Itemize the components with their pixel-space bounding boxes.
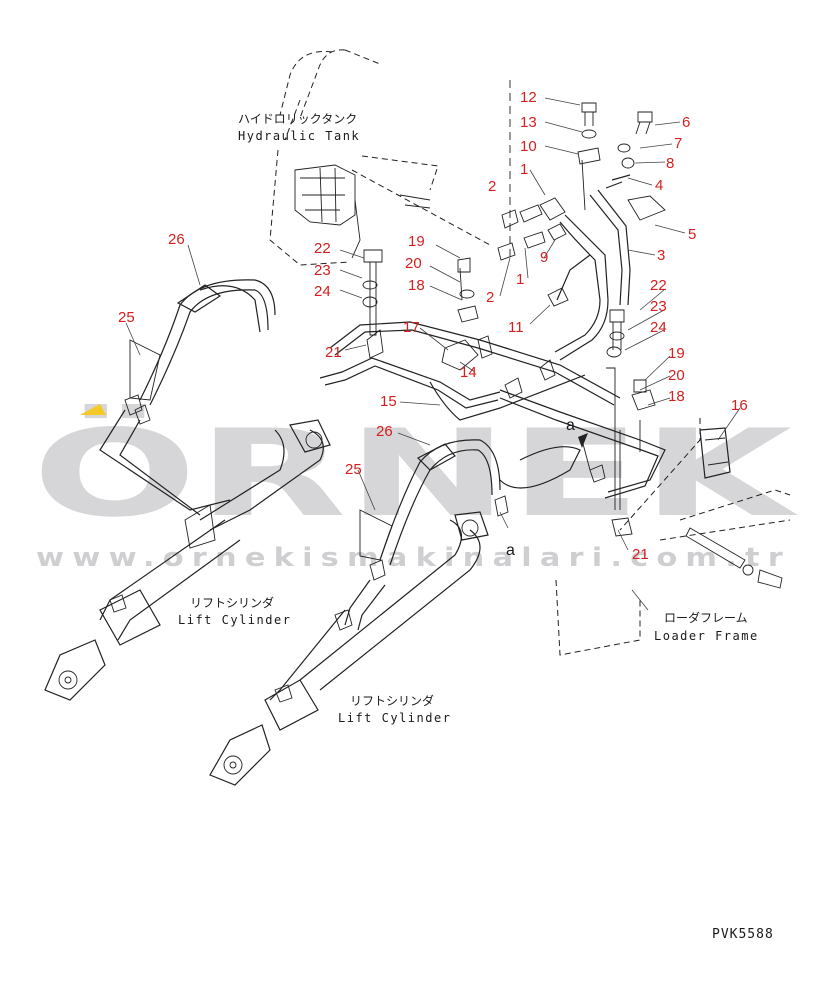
loader-frame-en-label: Loader Frame — [654, 629, 759, 643]
part-number: 16 — [731, 397, 748, 414]
leader-lines — [125, 97, 741, 611]
watermark-brand: ÖRNEK — [32, 404, 798, 544]
view-marker-a-top: a — [566, 417, 575, 434]
part-number: 23 — [650, 298, 667, 315]
lift-cylinder-2 — [209, 439, 581, 786]
part-number: 17 — [403, 319, 420, 336]
part-number: 14 — [460, 364, 477, 381]
part-number: 9 — [540, 249, 548, 266]
part-number: 22 — [650, 277, 667, 294]
part-number: 6 — [682, 114, 690, 131]
part-number: 18 — [408, 277, 425, 294]
part-number: 23 — [314, 262, 331, 279]
part-number: 26 — [168, 231, 185, 248]
part-number: 24 — [314, 283, 331, 300]
loader-frame-jp-label: ローダフレーム — [664, 610, 748, 625]
part-number-labels: 12 13 10 1 2 9 1 2 11 6 7 8 4 5 3 19 20 … — [118, 89, 748, 563]
lift-cylinder-1-jp-label: リフトシリンダ — [190, 595, 274, 610]
part-number: 20 — [668, 367, 685, 384]
part-number: 12 — [520, 89, 537, 106]
part-number: 20 — [405, 255, 422, 272]
watermark-accent — [80, 404, 106, 415]
part-number: 1 — [520, 161, 528, 178]
lift-cylinder-1 — [44, 279, 331, 701]
part-number: 11 — [508, 319, 524, 336]
part-number: 3 — [657, 247, 665, 264]
part-number: 19 — [668, 345, 685, 362]
view-arrow-a — [578, 433, 591, 471]
part-number: 8 — [666, 155, 674, 172]
part-number: 21 — [325, 344, 342, 361]
hydraulic-tank — [269, 49, 491, 266]
watermark: ÖRNEK www.ornekismakinalari.com.tr — [32, 404, 798, 573]
upper-pipe-group — [497, 80, 666, 361]
part-number: 2 — [488, 178, 496, 195]
lift-cylinder-2-en-label: Lift Cylinder — [338, 711, 451, 725]
drawing-code: PVK5588 — [712, 927, 774, 942]
part-number: 4 — [655, 177, 663, 194]
part-number: 1 — [516, 271, 524, 288]
part-number: 18 — [668, 388, 685, 405]
part-number: 25 — [118, 309, 135, 326]
lift-cylinder-1-en-label: Lift Cylinder — [178, 613, 291, 627]
upper-bolts — [581, 102, 653, 169]
part-number: 2 — [486, 289, 494, 306]
part-number: 13 — [520, 114, 537, 131]
part-number: 10 — [520, 138, 537, 155]
view-marker-a-bottom: a — [506, 542, 515, 559]
part-number: 24 — [650, 319, 667, 336]
part-number: 5 — [688, 226, 696, 243]
part-number: 15 — [380, 393, 397, 410]
loader-frame — [555, 418, 791, 656]
part-number: 22 — [314, 240, 331, 257]
part-number: 19 — [408, 233, 425, 250]
lift-cylinder-2-jp-label: リフトシリンダ — [350, 693, 434, 708]
part-number: 26 — [376, 423, 393, 440]
part-number: 25 — [345, 461, 362, 478]
part-number: 21 — [632, 546, 649, 563]
hydraulic-tank-jp-label: ハイドロリックタンク — [238, 112, 357, 126]
hydraulic-tank-en-label: Hydraulic Tank — [238, 129, 360, 143]
middle-pipe-group — [319, 249, 666, 510]
part-number: 7 — [674, 135, 682, 152]
watermark-url: www.ornekismakinalari.com.tr — [36, 543, 791, 573]
